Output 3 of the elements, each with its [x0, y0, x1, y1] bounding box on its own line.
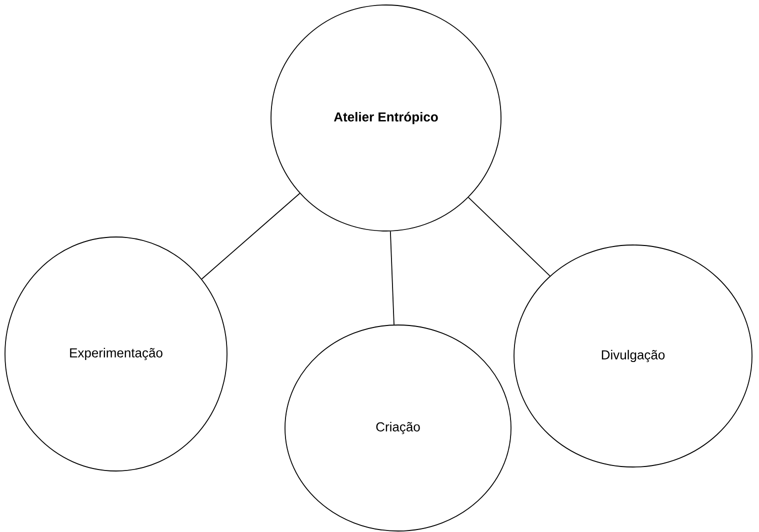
connector-line: [390, 230, 394, 326]
connector-line: [468, 196, 550, 276]
connector-line: [201, 192, 300, 280]
